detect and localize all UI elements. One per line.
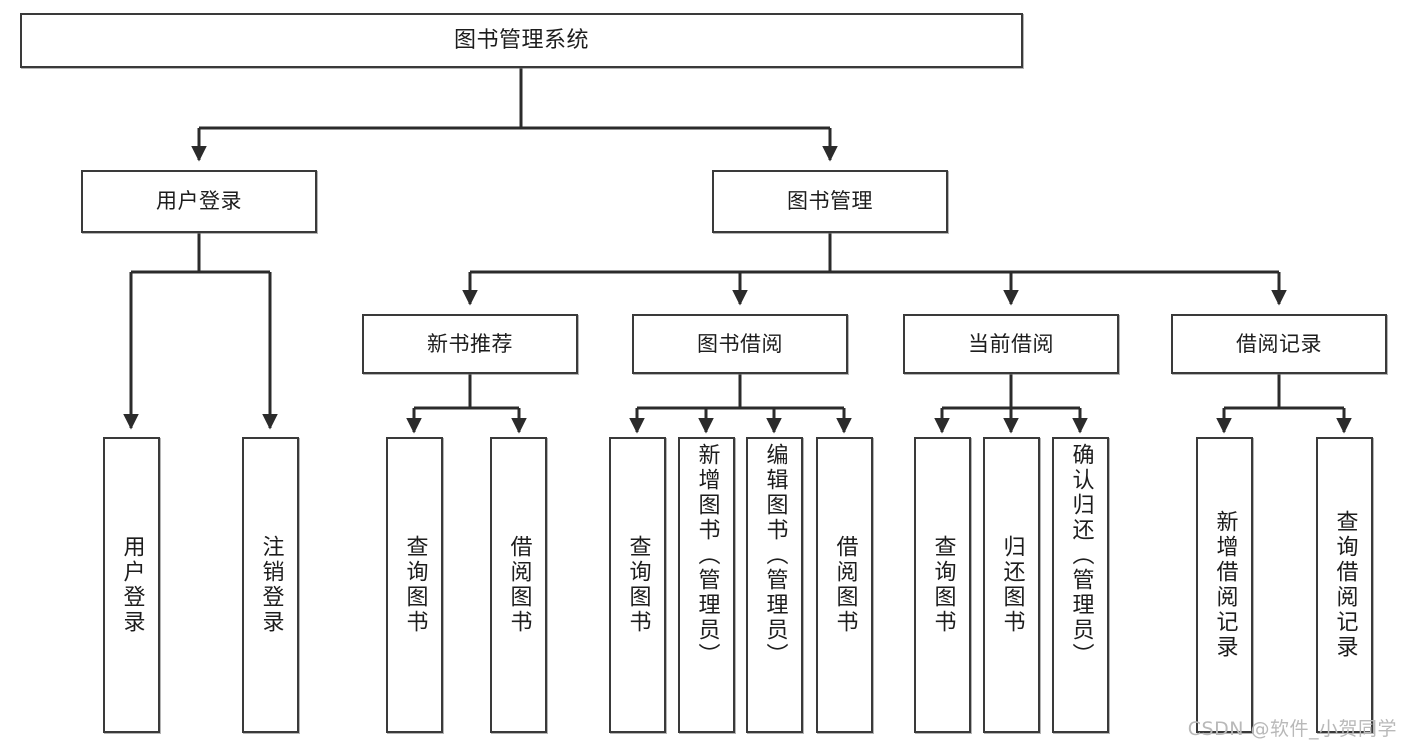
node-leaf-return-book[interactable]: 归还图书 <box>983 437 1040 733</box>
node-borrow-record[interactable]: 借阅记录 <box>1171 314 1387 374</box>
node-leaf-query-borrow-record[interactable]: 查询借阅记录 <box>1316 437 1373 733</box>
node-label: 注销登录 <box>258 535 284 635</box>
node-book-borrow[interactable]: 图书借阅 <box>632 314 848 374</box>
node-leaf-query-book-borrow[interactable]: 查询图书 <box>609 437 666 733</box>
node-label: 当前借阅 <box>968 331 1054 356</box>
node-label: 借阅图书 <box>832 535 858 635</box>
node-label: 用户登录 <box>119 535 145 635</box>
node-leaf-logout[interactable]: 注销登录 <box>242 437 299 733</box>
node-label: 编辑图书（管理员） <box>762 443 788 668</box>
watermark-text: CSDN @软件_小贺同学 <box>1187 718 1397 740</box>
node-label: 查询图书 <box>625 535 651 635</box>
node-label: 确认归还（管理员） <box>1068 443 1094 668</box>
node-label: 借阅图书 <box>506 535 532 635</box>
node-book-manage[interactable]: 图书管理 <box>712 170 948 233</box>
node-leaf-query-book-rec[interactable]: 查询图书 <box>386 437 443 733</box>
node-leaf-borrow-book-rec[interactable]: 借阅图书 <box>490 437 547 733</box>
node-leaf-add-book[interactable]: 新增图书（管理员） <box>678 437 735 733</box>
node-new-book-recommend[interactable]: 新书推荐 <box>362 314 578 374</box>
node-label: 查询借阅记录 <box>1332 510 1358 660</box>
node-current-borrow[interactable]: 当前借阅 <box>903 314 1119 374</box>
node-label: 查询图书 <box>402 535 428 635</box>
node-leaf-borrow-book[interactable]: 借阅图书 <box>816 437 873 733</box>
node-label: 新书推荐 <box>427 331 513 356</box>
node-label: 图书管理 <box>787 189 873 214</box>
node-leaf-user-login[interactable]: 用户登录 <box>103 437 160 733</box>
node-leaf-query-book-current[interactable]: 查询图书 <box>914 437 971 733</box>
node-user-login[interactable]: 用户登录 <box>81 170 317 233</box>
node-label: 图书管理系统 <box>453 27 589 53</box>
node-label: 用户登录 <box>156 189 242 214</box>
node-label: 查询图书 <box>930 535 956 635</box>
node-root-system[interactable]: 图书管理系统 <box>20 13 1023 68</box>
node-label: 新增借阅记录 <box>1212 510 1238 660</box>
node-label: 借阅记录 <box>1236 331 1322 356</box>
node-leaf-confirm-return[interactable]: 确认归还（管理员） <box>1052 437 1109 733</box>
node-label: 图书借阅 <box>697 331 783 356</box>
node-leaf-edit-book[interactable]: 编辑图书（管理员） <box>746 437 803 733</box>
node-label: 归还图书 <box>999 535 1025 635</box>
node-leaf-add-borrow-record[interactable]: 新增借阅记录 <box>1196 437 1253 733</box>
node-label: 新增图书（管理员） <box>694 443 720 668</box>
